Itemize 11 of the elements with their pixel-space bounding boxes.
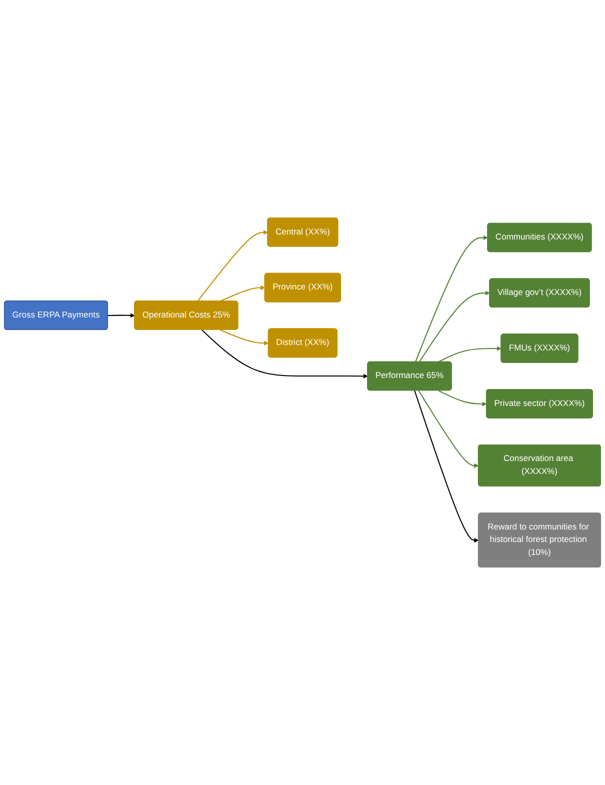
arrow — [415, 235, 488, 362]
arrow — [220, 329, 269, 346]
arrow — [418, 390, 479, 468]
arrow — [414, 390, 479, 543]
arrow — [418, 290, 490, 362]
arrow — [108, 313, 135, 318]
arrow — [197, 230, 268, 302]
arrow — [438, 346, 502, 362]
arrow — [202, 330, 368, 378]
arrow — [438, 390, 487, 406]
arrow — [220, 285, 266, 302]
